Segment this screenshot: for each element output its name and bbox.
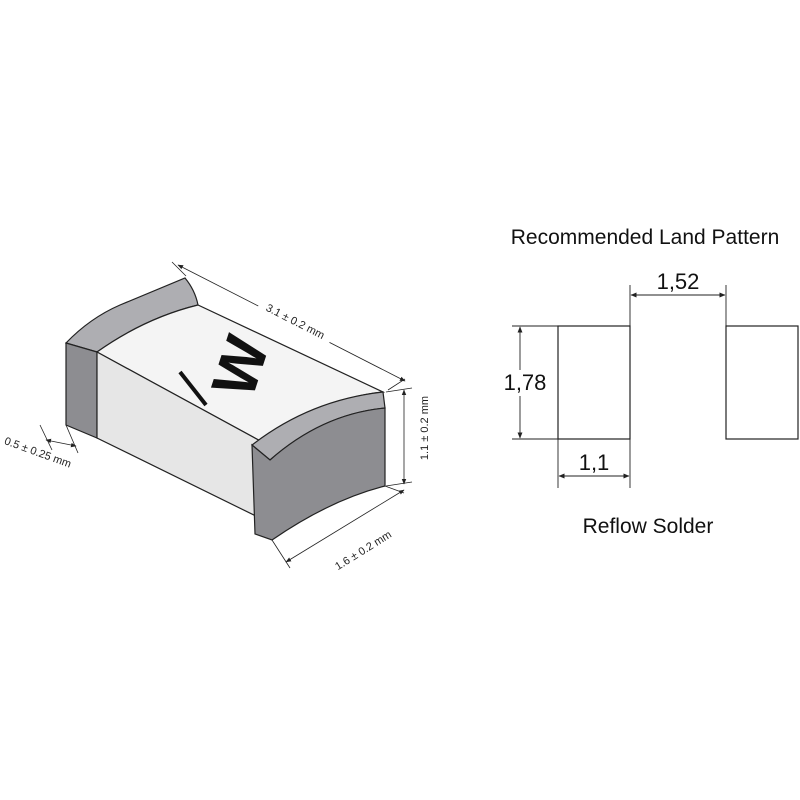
reflow-caption: Reflow Solder: [583, 515, 714, 538]
width-dim-line: [285, 489, 405, 563]
terminal-dim-label: 0.5 ± 0.25 mm: [3, 435, 73, 470]
right-pad: [725, 325, 799, 440]
land-pattern: Recommended Land Pattern 1,52 1,78 1,1 R…: [497, 226, 799, 538]
length-dim-label: 3.1 ± 0.2 mm: [264, 302, 327, 342]
gap-dim-label: 1,52: [657, 269, 700, 294]
smd-component: W: [64, 277, 386, 541]
terminal-dim-line: [45, 438, 77, 448]
height-dim-label: 1.1 ± 0.2 mm: [419, 396, 431, 460]
pad-height-dim-label: 1,78: [504, 370, 547, 395]
width-dim-label: 1.6 ± 0.2 mm: [333, 529, 394, 573]
left-cap-face: [65, 342, 98, 439]
land-pattern-title: Recommended Land Pattern: [511, 226, 780, 249]
left-pad: [557, 325, 631, 440]
pad-width-dim-label: 1,1: [579, 450, 610, 475]
